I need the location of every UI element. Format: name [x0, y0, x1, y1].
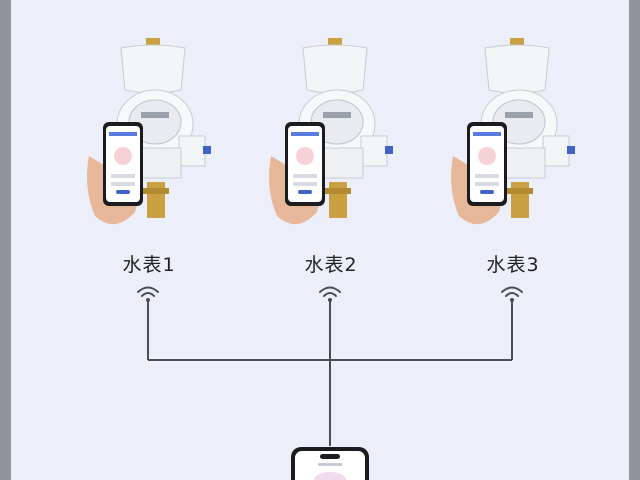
water-meter-1: [79, 38, 249, 238]
meter-label-3: 水表3: [486, 254, 540, 276]
water-meter-icon: [269, 38, 393, 225]
smartphone-icon: [291, 447, 369, 480]
wifi-icon: [501, 286, 523, 302]
water-meter-2: [261, 38, 431, 238]
meter-label-1: 水表1: [122, 254, 176, 276]
wifi-icon: [319, 286, 341, 302]
diagram-canvas: 水表1 水表2 水表3: [11, 0, 629, 480]
water-meter-icon: [451, 38, 575, 225]
meter-label-2: 水表2: [304, 254, 358, 276]
water-meter-icon: [87, 38, 211, 225]
network-connection-lines: [147, 300, 513, 446]
wifi-icon: [137, 286, 159, 302]
water-meter-3: [443, 38, 613, 238]
